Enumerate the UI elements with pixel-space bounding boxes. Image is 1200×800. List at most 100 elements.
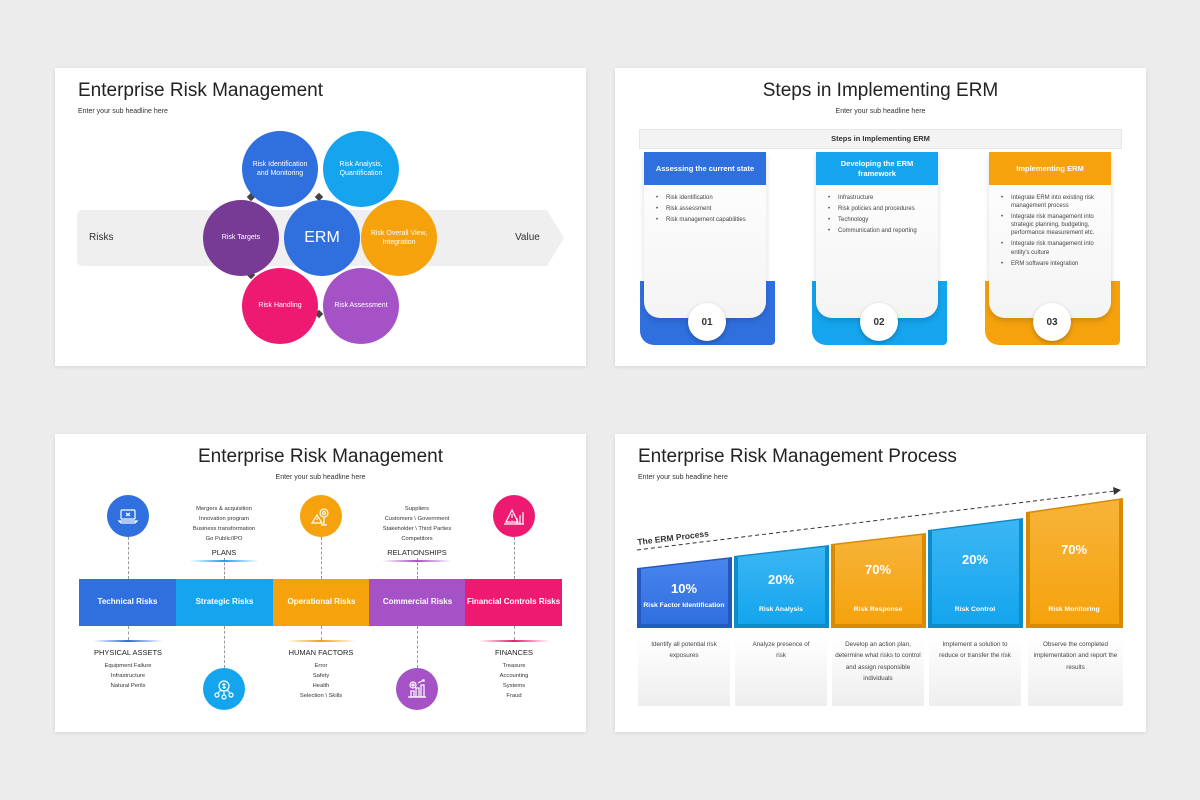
connector-line: [417, 626, 418, 668]
slide-title: Enterprise Risk Management: [198, 446, 443, 467]
underline: [93, 640, 163, 642]
slide-erm-circles: Enterprise Risk Management Enter your su…: [55, 68, 586, 366]
risks-label: Risks: [89, 232, 114, 243]
category-commercial-risks: Commercial Risks: [369, 579, 466, 626]
finances-label: FINANCES: [495, 648, 533, 657]
circle-risk-overall-view: Risk Overall View, Integration: [361, 200, 437, 276]
step-card-2: Developing the ERM framework Infrastruct…: [816, 152, 938, 318]
physical-assets-list: Equipment Failure Infrastructure Natural…: [73, 661, 183, 691]
connector-line: [321, 626, 322, 640]
circle-risk-identification: Risk Identification and Monitoring: [242, 131, 318, 207]
value-label: Value: [515, 232, 540, 243]
underline: [189, 560, 259, 562]
category-financial-controls-risks: Financial Controls Risks: [465, 579, 562, 626]
step-description: Implement a solution to reduce or transf…: [929, 636, 1021, 706]
step-name: Risk Control: [954, 606, 996, 613]
slide-subtitle: Enter your sub headline here: [835, 108, 926, 115]
step-number: 02: [860, 303, 898, 341]
finances-list: Treasure Accounting Systems Fraud: [459, 661, 569, 702]
plans-list: Mergers & acquisition Innovation program…: [169, 504, 279, 545]
step-card-1: Assessing the current state Risk identif…: [644, 152, 766, 318]
step-percent: 10%: [670, 581, 698, 596]
money-network-icon: [203, 668, 245, 710]
step-heading: Developing the ERM framework: [816, 152, 938, 185]
list-item: Health: [312, 683, 330, 690]
list-item: Infrastructure: [110, 673, 146, 680]
relationships-list: Suppliers Customers \ Government Stakeho…: [362, 504, 472, 545]
slide-title: Enterprise Risk Management Process: [638, 446, 957, 467]
list-item: Risk policies and procedures: [828, 205, 936, 213]
list-item: Fraud: [506, 693, 522, 700]
step-percent: 20%: [961, 552, 989, 567]
slide-erm-process: Enterprise Risk Management Process Enter…: [615, 434, 1146, 732]
step-percent: 70%: [864, 562, 892, 577]
connector-line: [321, 537, 322, 579]
step-name: Risk Factor Identification: [643, 602, 725, 609]
list-item: Customers \ Government: [384, 516, 450, 523]
step-percent: 70%: [1060, 542, 1088, 557]
circle-erm-center: ERM: [284, 200, 360, 276]
list-item: Error: [314, 663, 328, 669]
step-description: Identify all potential risk exposures: [638, 636, 730, 706]
list-item: Selection \ Skills: [299, 693, 343, 700]
list-item: Mergers & acquisition: [196, 506, 252, 512]
slide-steps-implementing: Steps in Implementing ERM Enter your sub…: [615, 68, 1146, 366]
list-item: Go Public/IPO: [205, 536, 243, 543]
underline: [479, 640, 549, 642]
slide-title: Steps in Implementing ERM: [762, 80, 999, 101]
list-item: Communication and reporting: [828, 227, 936, 235]
list-item: Treasure: [502, 663, 526, 669]
step-percent: 20%: [767, 572, 795, 587]
physical-assets-label: PHYSICAL ASSETS: [93, 648, 163, 657]
step-number: 03: [1033, 303, 1071, 341]
laptop-risk-icon: [107, 495, 149, 537]
category-strategic-risks: Strategic Risks: [176, 579, 273, 626]
category-technical-risks: Technical Risks: [79, 579, 176, 626]
step-heading: Assessing the current state: [644, 152, 766, 185]
circle-risk-handling: Risk Handling: [242, 268, 318, 344]
growth-chart-icon: [396, 668, 438, 710]
list-item: Innovation program: [199, 516, 249, 523]
underline: [286, 640, 356, 642]
list-item: Infrastructure: [828, 194, 936, 202]
slide-subtitle: Enter your sub headline here: [78, 108, 168, 115]
step-list: Infrastructure Risk policies and procedu…: [828, 194, 936, 238]
step-name: Risk Response: [853, 606, 903, 613]
list-item: Integrate ERM into existing risk managem…: [1001, 194, 1109, 210]
step-description: Analyze presence of risk: [735, 636, 827, 706]
underline: [382, 560, 452, 562]
connector-line: [514, 626, 515, 640]
circle-risk-targets: Risk Targets: [203, 200, 279, 276]
human-factors-label: HUMAN FACTORS: [288, 648, 354, 657]
step-list: Integrate ERM into existing risk managem…: [1001, 194, 1109, 271]
list-item: Integrate risk management into strategic…: [1001, 213, 1109, 237]
step-description: Observe the completed implementation and…: [1028, 636, 1123, 706]
list-item: Safety: [312, 673, 330, 680]
steps-header-bar: Steps in Implementing ERM: [639, 129, 1122, 149]
human-factors-list: Error Safety Health Selection \ Skills: [266, 661, 376, 702]
relationships-label: RELATIONSHIPS: [387, 548, 447, 557]
slide-subtitle: Enter your sub headline here: [638, 474, 728, 481]
list-item: Systems: [502, 683, 526, 690]
process-steps-graphic: [637, 498, 1123, 628]
gear-warning-icon: [300, 495, 342, 537]
step-number: 01: [688, 303, 726, 341]
list-item: Technology: [828, 216, 936, 224]
connector-line: [417, 558, 418, 579]
list-item: Integrate risk management into entity's …: [1001, 240, 1109, 256]
step-name: Risk Monitoring: [1048, 606, 1100, 613]
connector-line: [224, 626, 225, 668]
plans-label: PLANS: [211, 548, 237, 557]
warning-chart-icon: [493, 495, 535, 537]
list-item: Risk management capabilities: [656, 216, 764, 224]
circle-risk-assessment: Risk Assessment: [323, 268, 399, 344]
slide-erm-categories: Enterprise Risk Management Enter your su…: [55, 434, 586, 732]
connector-line: [514, 537, 515, 579]
step-description: Develop an action plan, determine what r…: [832, 636, 924, 706]
connector-line: [224, 558, 225, 579]
step-heading: Implementing ERM: [989, 152, 1111, 185]
list-item: Equipment Failure: [104, 663, 152, 669]
list-item: Accounting: [499, 673, 529, 680]
category-operational-risks: Operational Risks: [273, 579, 370, 626]
list-item: Risk identification: [656, 194, 764, 202]
